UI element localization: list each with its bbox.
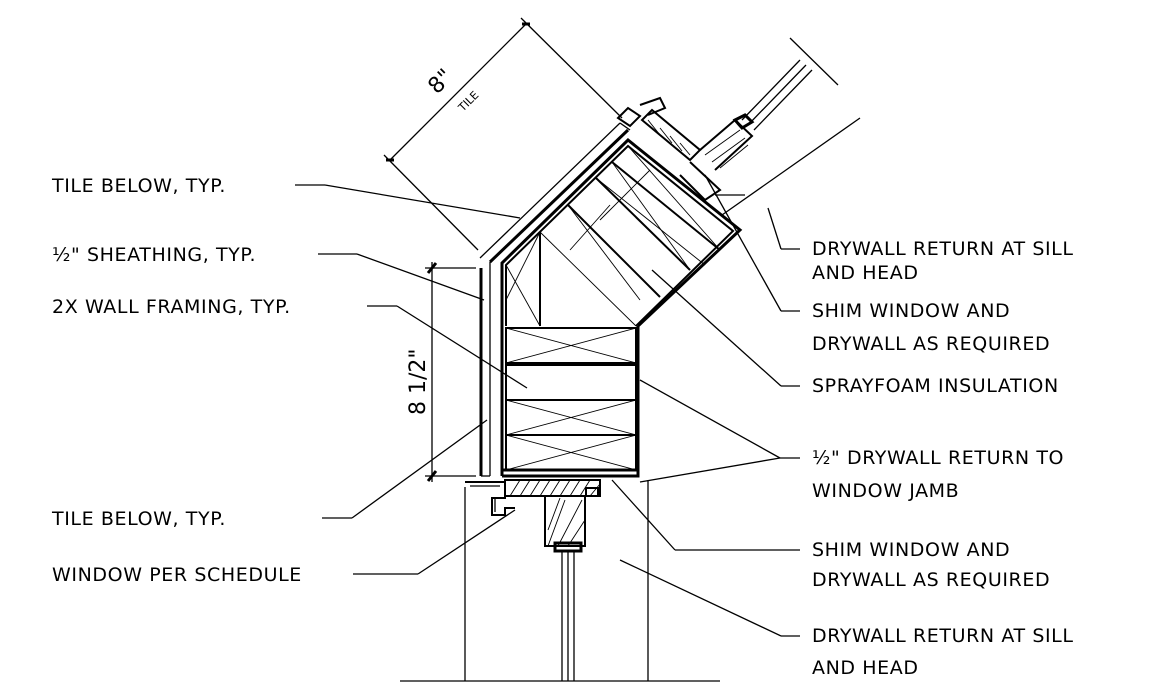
angled-wall-framing bbox=[479, 122, 743, 328]
label-wall-framing: 2X WALL FRAMING, TYP. bbox=[52, 296, 291, 318]
diagonal-dimension-note: TILE bbox=[455, 89, 481, 115]
label-drywall-jamb-2: WINDOW JAMB bbox=[812, 480, 959, 502]
vertical-wall-framing bbox=[479, 262, 640, 478]
diagonal-dimension-text: 8" bbox=[424, 65, 459, 100]
label-sheathing: ½" SHEATHING, TYP. bbox=[52, 244, 256, 266]
label-drywall-return-top-1: DRYWALL RETURN AT SILL bbox=[812, 238, 1074, 260]
label-window-schedule: WINDOW PER SCHEDULE bbox=[52, 564, 302, 586]
label-shim-bottom-2: DRYWALL AS REQUIRED bbox=[812, 569, 1050, 591]
label-shim-top-1: SHIM WINDOW AND bbox=[812, 300, 1010, 322]
label-tile-below-bottom: TILE BELOW, TYP. bbox=[51, 508, 226, 530]
vertical-dimension-text: 8 1/2" bbox=[406, 348, 431, 415]
label-drywall-jamb-1: ½" DRYWALL RETURN TO bbox=[812, 447, 1064, 469]
label-drywall-return-bottom-2: AND HEAD bbox=[812, 657, 919, 679]
vertical-dimension: 8 1/2" bbox=[406, 262, 476, 482]
label-shim-top-2: DRYWALL AS REQUIRED bbox=[812, 333, 1050, 355]
angled-window-assembly bbox=[616, 37, 861, 216]
label-drywall-return-top-2: AND HEAD bbox=[812, 262, 919, 284]
label-sprayfoam: SPRAYFOAM INSULATION bbox=[812, 375, 1059, 397]
bottom-window-assembly bbox=[400, 479, 720, 682]
label-shim-bottom-1: SHIM WINDOW AND bbox=[812, 539, 1010, 561]
label-tile-below-top: TILE BELOW, TYP. bbox=[51, 175, 226, 197]
leader-lines bbox=[295, 174, 800, 637]
label-drywall-return-bottom-1: DRYWALL RETURN AT SILL bbox=[812, 625, 1074, 647]
